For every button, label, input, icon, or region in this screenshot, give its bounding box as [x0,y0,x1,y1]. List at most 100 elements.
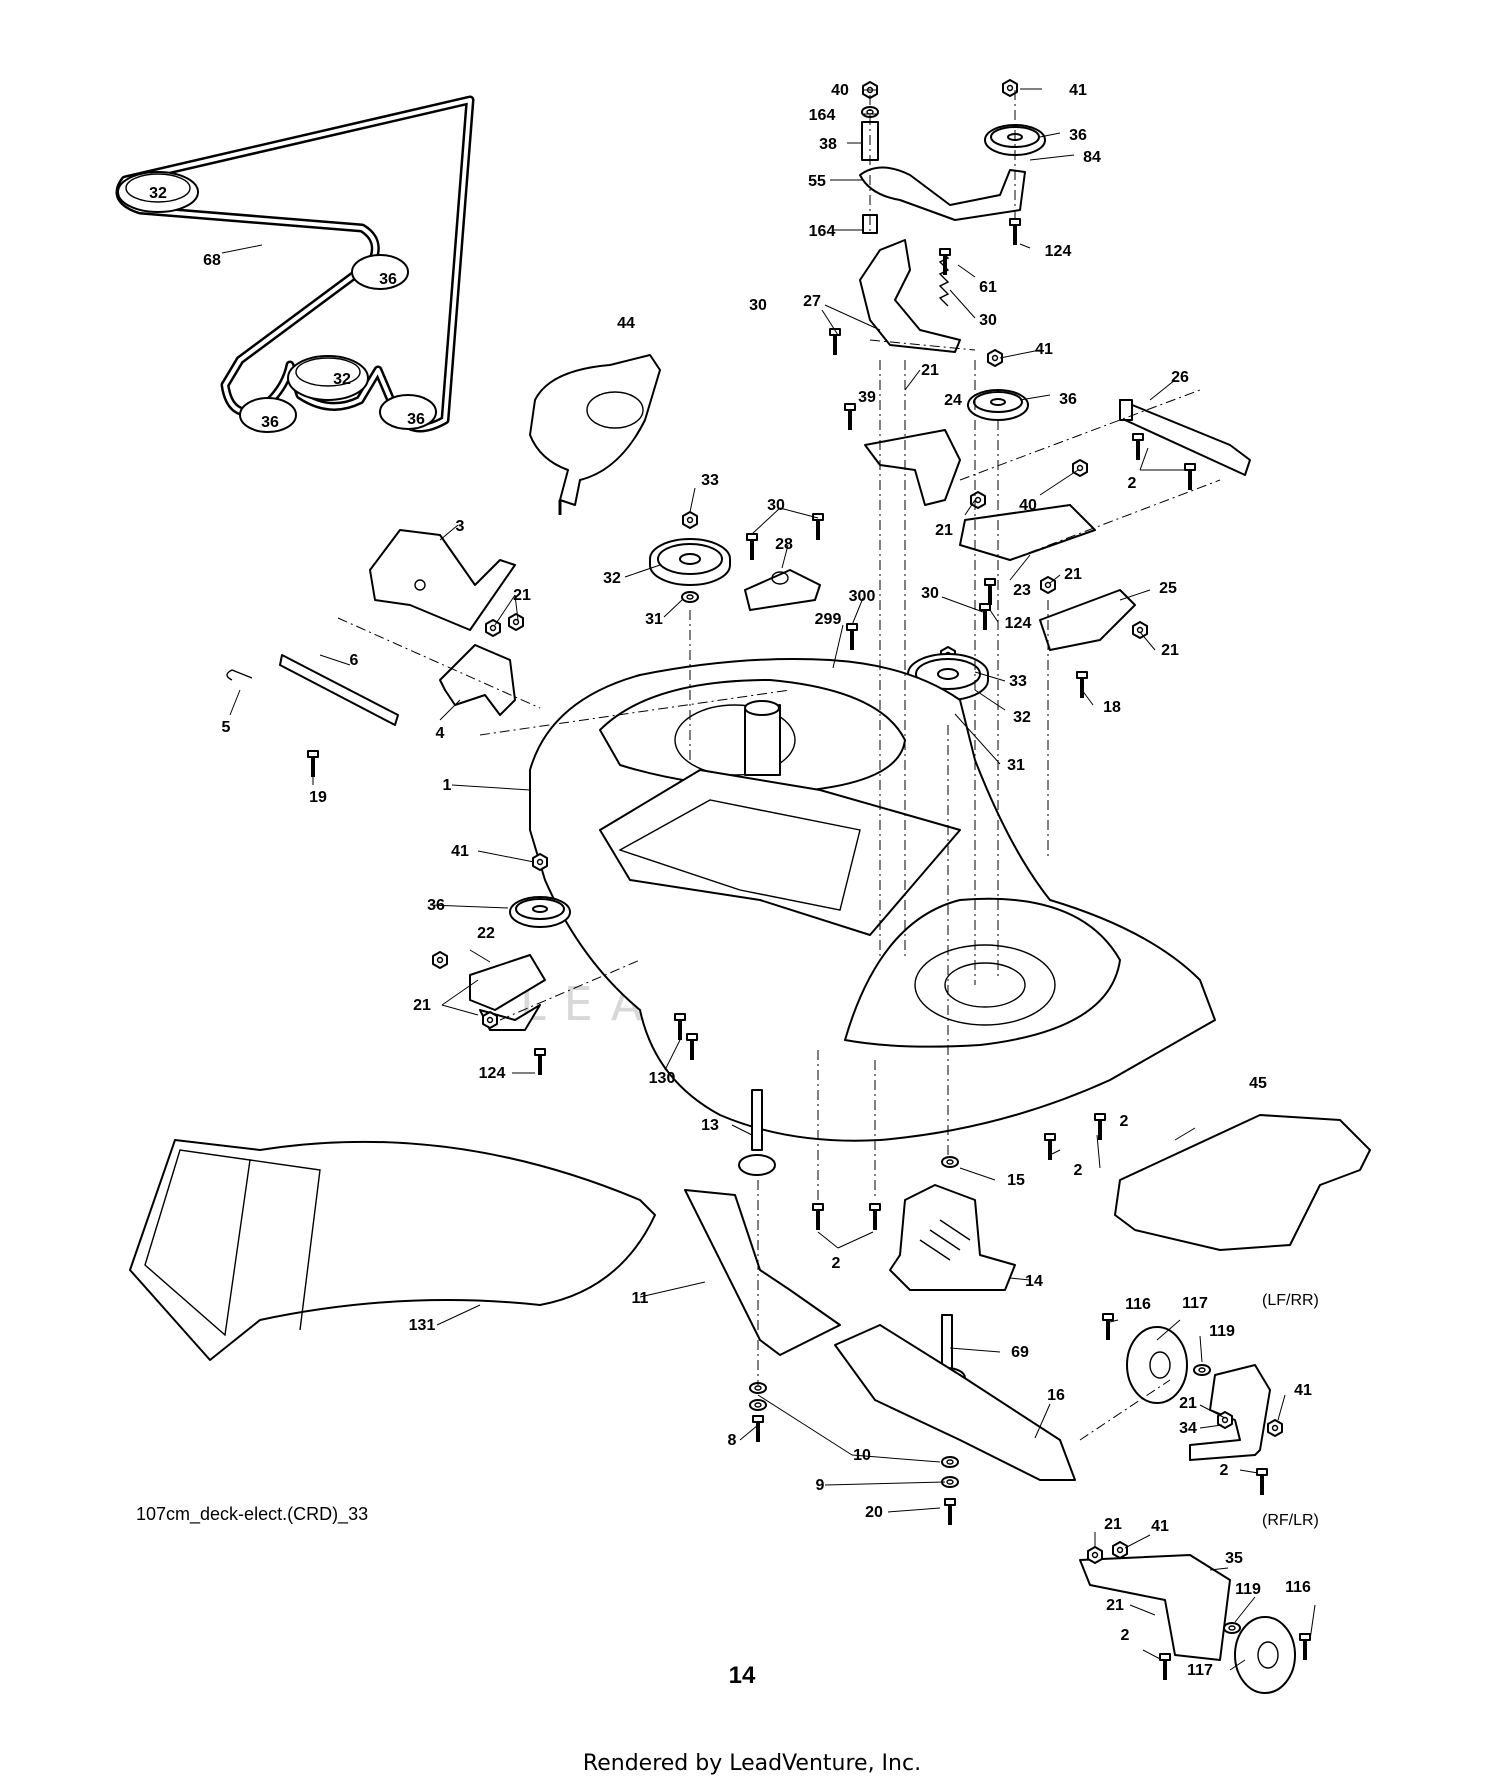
mulch-shield-45 [1114,1114,1371,1251]
callout: 22 [477,925,495,942]
callout: 61 [979,279,997,296]
callout: 2 [1128,475,1137,492]
callout: 2 [832,1255,841,1272]
callout: 18 [1103,699,1121,716]
callout: 119 [1209,1323,1235,1340]
callout: 41 [1151,1518,1169,1535]
callout: 6 [350,652,359,669]
callout: 33 [701,472,719,489]
callout: 119 [1235,1581,1261,1598]
plate-23 [959,504,1096,561]
callout: 3 [456,518,465,535]
callout: 164 [809,223,836,240]
callout: 41 [1294,1382,1312,1399]
hairpin-5 [226,669,253,681]
blade-16 [834,1324,1076,1481]
callout: 31 [1007,757,1025,774]
callout: 34 [1179,1420,1197,1437]
callout: 55 [808,173,826,190]
blade-11 [684,1189,841,1356]
callout: 23 [1013,582,1031,599]
bracket-4 [439,644,516,716]
callout: 31 [645,611,663,628]
callout: 117 [1187,1662,1213,1679]
callout: 21 [1161,642,1179,659]
callout: 30 [767,497,785,514]
callout: 300 [849,588,876,605]
callout: 28 [775,536,793,553]
gauge-wheel-rf-lr [1079,1554,1296,1694]
callout: 14 [1025,1273,1043,1290]
callout: 116 [1125,1296,1151,1313]
bracket-3 [369,529,516,631]
bracket-25 [1039,589,1136,651]
callout: 13 [701,1117,719,1134]
callout: 32 [333,371,351,388]
callout: 21 [1104,1516,1122,1533]
callout: 164 [809,107,836,124]
spindle-13 [738,1089,776,1176]
callout: 30 [749,297,767,314]
render-credit: Rendered by LeadVenture, Inc. [583,1751,921,1776]
callout: 25 [1159,580,1177,597]
callout: 9 [816,1477,825,1494]
callout: 40 [1019,497,1037,514]
callout: 21 [935,522,953,539]
callout: 32 [603,570,621,587]
spindle-housing-14 [889,1184,1016,1291]
callout: 19 [309,789,327,806]
bracket-28 [744,569,821,611]
callout: 36 [261,414,279,431]
callout: 36 [407,411,425,428]
callout: 68 [203,252,221,269]
callout-labels: 32 36 32 36 36 68 44 40 164 38 55 164 41… [149,82,1312,1679]
callout: 15 [1007,1172,1025,1189]
callout: 5 [222,719,231,736]
callout: 2 [1120,1113,1129,1130]
callout: 2 [1220,1462,1229,1479]
callout: 24 [944,392,962,409]
callout: 21 [1064,566,1082,583]
callout: 2 [1074,1162,1083,1179]
callout: 36 [379,271,397,288]
wheel-position-note-lf-rr: (LF/RR) [1262,1292,1319,1309]
bracket-27 [859,239,961,353]
callout: 45 [1249,1075,1267,1092]
callout: 21 [1106,1597,1124,1614]
callout: 30 [979,312,997,329]
bracket-24 [864,429,961,506]
callout: 21 [1179,1395,1197,1412]
callout: 21 [413,997,431,1014]
gauge-wheel-lf-rr [1126,1326,1271,1461]
callout: 32 [1013,709,1031,726]
callout: 8 [728,1432,737,1449]
callout: 1 [443,777,452,794]
callout: 35 [1225,1550,1243,1567]
callout: 21 [513,587,531,604]
bracket-26 [1119,399,1251,476]
callout: 39 [858,389,876,406]
drawing-id: 107cm_deck-elect.(CRD)_33 [136,1504,368,1525]
callout: 2 [1121,1627,1130,1644]
drive-belt [115,95,475,433]
link-rod-6 [279,654,399,726]
callout: 124 [1005,615,1032,632]
callout: 40 [831,82,849,99]
wheel-position-note-rf-lr: (RF/LR) [1262,1512,1319,1529]
callout: 130 [649,1070,676,1087]
callout: 38 [819,136,837,153]
assembly-lines [337,90,1221,1441]
callout: 27 [803,293,821,310]
page-number: 14 [729,1662,756,1689]
callout: 36 [427,897,445,914]
callout: 4 [436,725,445,742]
callout: 44 [617,315,635,332]
callout: 11 [632,1290,649,1307]
callout: 131 [409,1317,436,1334]
callout: 41 [451,843,469,860]
callout: 33 [1009,673,1027,690]
mower-deck-1 [529,658,1216,1142]
belt-guard-44 [529,354,661,515]
callout: 117 [1182,1295,1208,1312]
